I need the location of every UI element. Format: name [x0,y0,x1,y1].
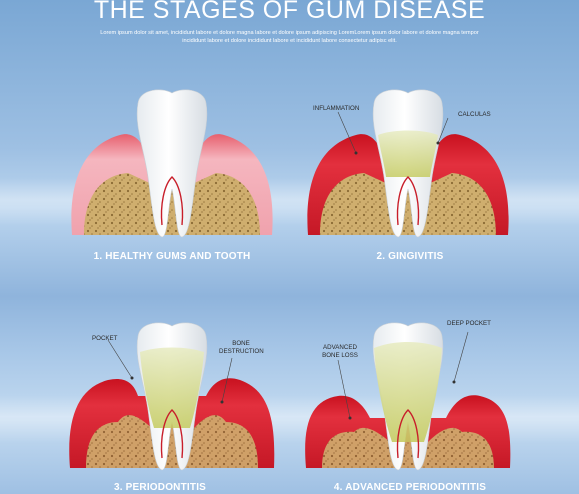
label-advanced-bone-loss: ADVANCED BONE LOSS [322,344,358,359]
healthy-tooth-illustration [71,89,273,238]
tooth [136,89,208,238]
root-canal [396,176,420,226]
pointer-line [453,331,469,383]
label-deep-pocket: DEEP POCKET [447,320,491,327]
label-calculas: CALCULAS [458,111,491,118]
periodontitis-illustration [69,322,275,471]
root-canal [160,409,184,459]
page-title: THE STAGES OF GUM DISEASE [93,0,486,24]
plaque-deposit [140,347,204,428]
bone-tissue [84,173,260,235]
pointer-line [337,359,351,419]
root-canal [160,176,184,226]
bone-tissue [86,415,258,468]
pointer-line [337,111,357,154]
bone-tissue [320,173,496,235]
plaque-deposit [374,342,442,442]
page-subtitle: Lorem ipsum dolor sit amet, incididunt l… [100,30,479,44]
stage-caption-3: 3. PERIODONTITIS [113,482,207,493]
label-bone-destruction: BONE DESTRUCTION [219,340,264,355]
stage-caption-1: 1. HEALTHY GUMS AND TOOTH [93,251,251,262]
plaque-deposit [378,130,438,177]
label-pocket: POCKET [92,335,118,342]
gingivitis-illustration [307,89,509,238]
pointer-line [107,339,133,379]
label-inflammation: INFLAMMATION [313,105,360,112]
root-canal [396,409,420,459]
stage-caption-2: 2. GINGIVITIS [376,251,444,262]
bone-tissue [322,427,494,468]
advanced-periodontitis-illustration [305,322,511,471]
pointer-line [221,357,233,403]
stage-caption-4: 4. ADVANCED PERIODONTITIS [333,482,487,493]
pointer-line [437,117,449,144]
